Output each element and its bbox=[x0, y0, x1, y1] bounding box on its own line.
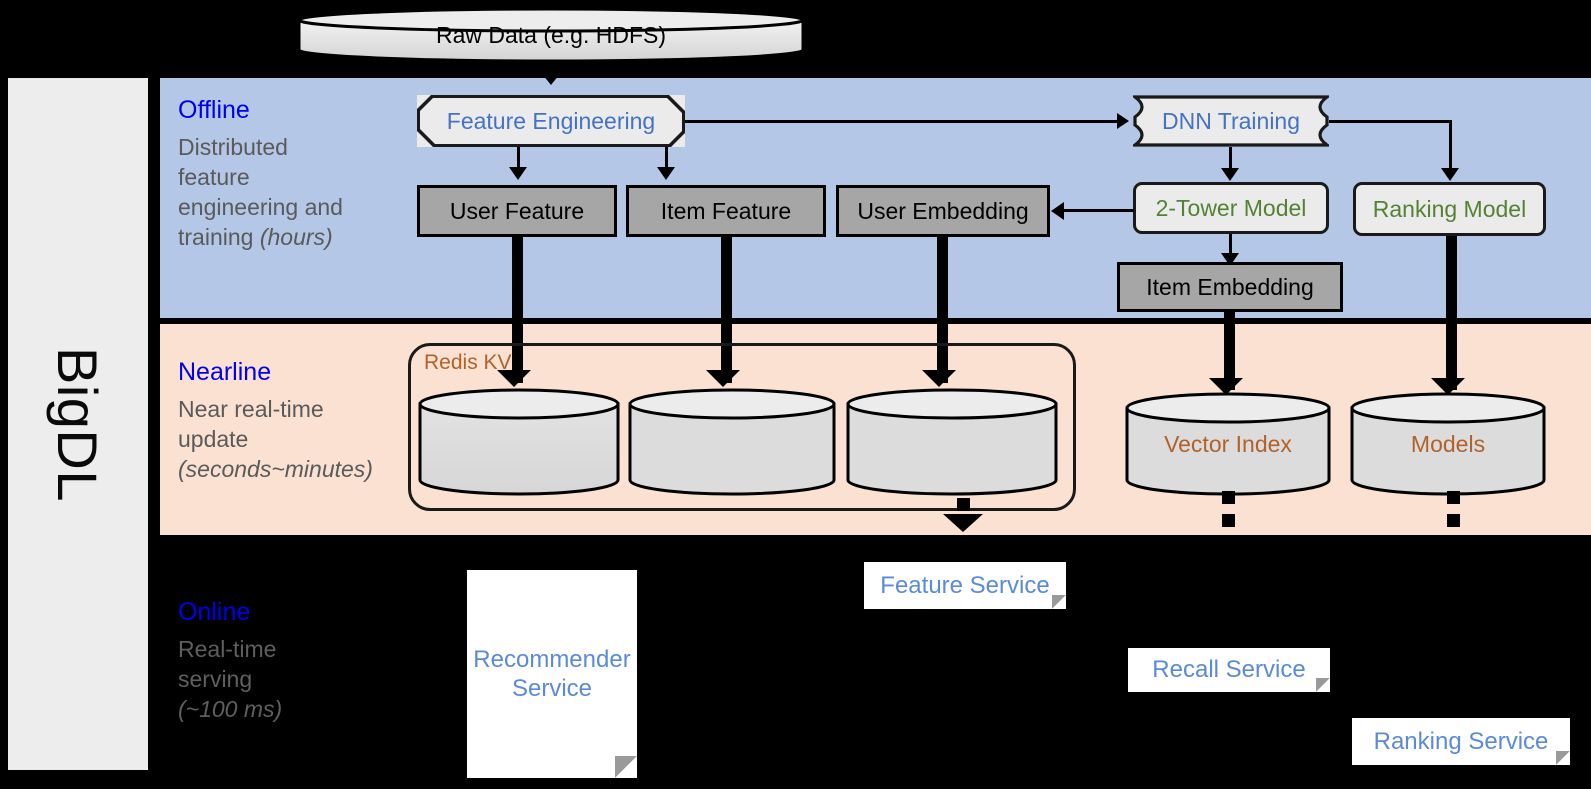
online-stage-label: Online Real-time serving (~100 ms) bbox=[178, 598, 282, 725]
arrowhead-fe-itemfeature bbox=[657, 167, 675, 180]
vector-index-label: Vector Index bbox=[1164, 430, 1292, 457]
bigdl-label-wrap: BigDL bbox=[8, 78, 148, 770]
conn-dnn-ranking-v bbox=[1449, 120, 1452, 175]
recommender-service-label: Recommender Service bbox=[473, 645, 631, 702]
node-two-tower-model[interactable]: 2-Tower Model bbox=[1133, 182, 1329, 234]
dnn-training-label: DNN Training bbox=[1161, 107, 1301, 134]
page-fold-icon bbox=[1316, 678, 1330, 692]
page-fold-icon bbox=[1556, 751, 1570, 765]
node-ranking-model[interactable]: Ranking Model bbox=[1353, 182, 1546, 236]
arrowhead-twotower-userembedding bbox=[1051, 202, 1064, 220]
bigdl-label: BigDL bbox=[46, 346, 110, 502]
node-item-embedding[interactable]: Item Embedding bbox=[1117, 262, 1343, 312]
arrowhead-itemfeature-store bbox=[706, 370, 740, 387]
user-embedding-label: User Embedding bbox=[857, 197, 1029, 224]
online-desc-l2: serving bbox=[178, 665, 253, 692]
offline-title: Offline bbox=[178, 96, 250, 124]
node-item-feature[interactable]: Item Feature bbox=[626, 185, 826, 237]
item-embedding-label: Item Embedding bbox=[1146, 273, 1314, 300]
page-fold-icon bbox=[615, 756, 637, 778]
conn-dnn-twotower bbox=[1229, 147, 1232, 175]
arrowhead-userfeature-store bbox=[497, 370, 531, 387]
arrowhead-fe-userfeature bbox=[509, 167, 527, 180]
ranking-model-label: Ranking Model bbox=[1372, 195, 1527, 222]
store-user-feature-cylinder[interactable] bbox=[418, 388, 620, 496]
vector-index-cylinder[interactable]: Vector Index bbox=[1125, 392, 1331, 496]
feature-service-card[interactable]: Feature Service bbox=[864, 562, 1066, 609]
ranking-service-card[interactable]: Ranking Service bbox=[1352, 718, 1570, 765]
feature-engineering-label: Feature Engineering bbox=[446, 107, 656, 134]
dash-vectorindex-2 bbox=[1222, 514, 1235, 527]
conn-twotower-itemembedding bbox=[1229, 234, 1232, 262]
pipe-userfeature-store bbox=[512, 237, 523, 383]
offline-desc-l2: feature bbox=[178, 163, 250, 190]
arrowhead-rankingmodel-models bbox=[1431, 378, 1465, 395]
arrowhead-rawdata-fe bbox=[539, 70, 563, 85]
offline-desc-emph: (hours) bbox=[259, 223, 333, 250]
two-tower-model-label: 2-Tower Model bbox=[1155, 194, 1307, 221]
online-desc-emph: (~100 ms) bbox=[178, 695, 283, 722]
node-feature-engineering[interactable]: Feature Engineering bbox=[417, 95, 685, 147]
store-item-feature-cylinder[interactable] bbox=[628, 388, 836, 496]
recall-service-label: Recall Service bbox=[1152, 656, 1306, 684]
online-description: Real-time serving (~100 ms) bbox=[178, 635, 282, 725]
dash-featureservice-1 bbox=[957, 498, 970, 511]
nearline-stage-label: Nearline Near real-time update (seconds~… bbox=[178, 358, 373, 485]
dash-models-2 bbox=[1447, 514, 1460, 527]
dash-models-1 bbox=[1447, 491, 1460, 504]
offline-desc-l1: Distributed bbox=[178, 134, 288, 160]
raw-data-label-wrap: Raw Data (e.g. HDFS) bbox=[296, 6, 806, 64]
offline-description: Distributed feature engineering and trai… bbox=[178, 133, 343, 253]
online-desc-l1: Real-time bbox=[178, 636, 277, 662]
page-fold-icon bbox=[1052, 595, 1066, 609]
nearline-desc-l2: update bbox=[178, 425, 249, 452]
pipe-itemembedding-vectorindex bbox=[1224, 312, 1235, 390]
arrowhead-userembedding-store bbox=[922, 370, 956, 387]
arrowhead-dnn-ranking bbox=[1441, 168, 1459, 181]
arrowhead-store-featureservice bbox=[943, 514, 983, 532]
pipe-rankingmodel-models bbox=[1446, 236, 1457, 390]
models-cylinder[interactable]: Models bbox=[1350, 392, 1546, 496]
redis-kv-label: Redis KV bbox=[424, 351, 512, 374]
store-user-embedding-cylinder[interactable] bbox=[846, 388, 1058, 496]
offline-stage-label: Offline Distributed feature engineering … bbox=[178, 96, 343, 253]
offline-desc-l4: training bbox=[178, 223, 260, 250]
conn-fe-itemfeature bbox=[665, 147, 668, 173]
raw-data-label: Raw Data (e.g. HDFS) bbox=[435, 21, 667, 48]
conn-dnn-ranking-h bbox=[1329, 120, 1452, 123]
bigdl-platform-sidebar: BigDL bbox=[8, 78, 148, 770]
conn-fe-userfeature bbox=[517, 147, 520, 173]
node-user-embedding[interactable]: User Embedding bbox=[836, 185, 1050, 237]
ranking-service-label: Ranking Service bbox=[1373, 727, 1549, 755]
arrowhead-dnn-twotower bbox=[1221, 168, 1239, 181]
conn-twotower-userembedding bbox=[1064, 209, 1134, 212]
recall-service-card[interactable]: Recall Service bbox=[1128, 648, 1330, 692]
user-feature-label: User Feature bbox=[449, 197, 585, 224]
nearline-description: Near real-time update (seconds~minutes) bbox=[178, 395, 373, 485]
arrowhead-fe-dnn bbox=[1117, 113, 1129, 129]
models-label: Models bbox=[1410, 430, 1486, 457]
redis-kv-group bbox=[408, 343, 1076, 511]
conn-fe-dnn bbox=[685, 120, 1119, 123]
nearline-desc-l1: Near real-time bbox=[178, 396, 324, 422]
item-feature-label: Item Feature bbox=[660, 197, 792, 224]
dash-vectorindex-1 bbox=[1222, 491, 1235, 504]
node-user-feature[interactable]: User Feature bbox=[417, 185, 617, 237]
online-title: Online bbox=[178, 598, 251, 626]
feature-service-label: Feature Service bbox=[880, 571, 1050, 599]
recommender-service-card[interactable]: Recommender Service bbox=[467, 570, 637, 778]
arrowhead-itemembedding-vectorindex bbox=[1209, 378, 1243, 395]
pipe-itemfeature-store bbox=[721, 237, 732, 383]
pipe-userembedding-store bbox=[937, 237, 948, 383]
raw-data-cylinder: Raw Data (e.g. HDFS) bbox=[296, 6, 806, 64]
node-dnn-training[interactable]: DNN Training bbox=[1133, 95, 1329, 147]
nearline-desc-emph: (seconds~minutes) bbox=[178, 455, 373, 482]
offline-desc-l3: engineering and bbox=[178, 193, 343, 220]
nearline-title: Nearline bbox=[178, 358, 272, 386]
